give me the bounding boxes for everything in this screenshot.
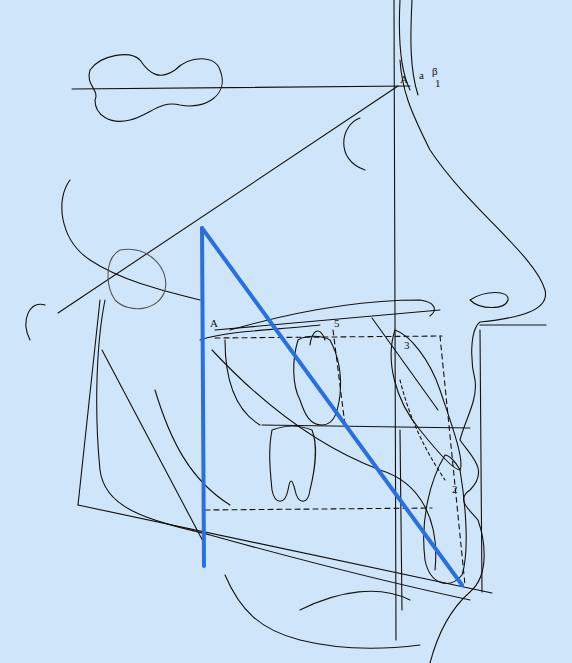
point-label: β: [432, 66, 438, 77]
point-label: A: [210, 318, 218, 329]
point-label: 5: [334, 318, 340, 329]
point-label: a: [419, 70, 424, 81]
point-label: 2: [452, 484, 458, 495]
point-label: 1: [435, 78, 441, 89]
point-label: A: [400, 74, 408, 85]
point-label: 3: [404, 340, 410, 351]
